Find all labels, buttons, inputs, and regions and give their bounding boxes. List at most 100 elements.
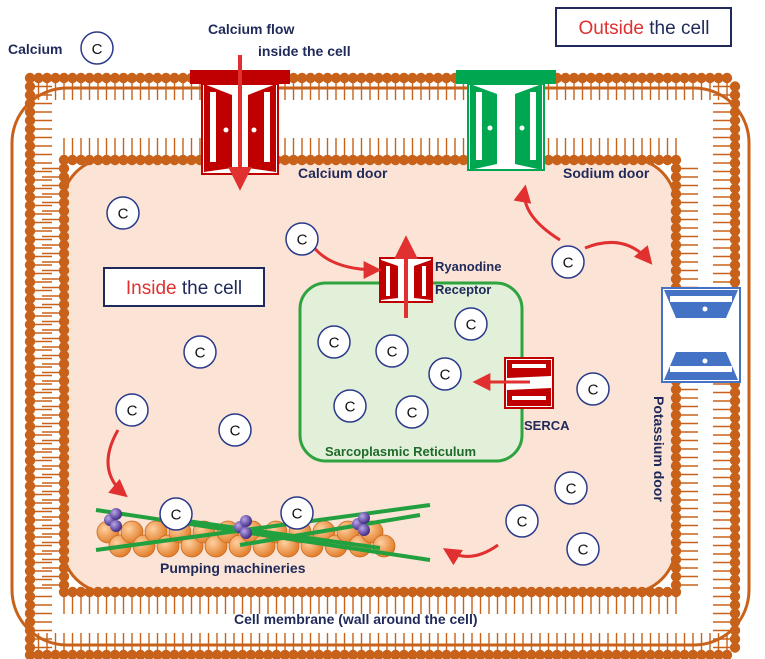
- membrane-head: [347, 72, 359, 84]
- membrane-head: [58, 367, 70, 378]
- membrane-head: [58, 307, 70, 319]
- membrane-head: [288, 72, 299, 84]
- membrane-head: [636, 154, 648, 166]
- membrane-head: [458, 586, 469, 598]
- membrane-head: [441, 649, 452, 659]
- membrane-head: [152, 649, 163, 659]
- membrane-head: [729, 132, 741, 143]
- membrane-head: [24, 370, 36, 381]
- membrane-head: [24, 625, 36, 636]
- membrane-head: [58, 205, 70, 217]
- membrane-head: [24, 599, 36, 611]
- membrane-head: [424, 72, 435, 84]
- membrane-head: [441, 586, 452, 598]
- membrane-head: [670, 180, 682, 191]
- membrane-head: [602, 72, 614, 84]
- membrane-head: [729, 412, 741, 424]
- membrane-head: [679, 649, 690, 659]
- membrane-head: [109, 72, 121, 84]
- membrane-head: [75, 72, 87, 84]
- membrane-head: [58, 384, 70, 395]
- membrane-head: [424, 586, 435, 598]
- membrane-head: [50, 72, 61, 84]
- membrane-head: [58, 265, 70, 276]
- membrane-head: [271, 586, 282, 598]
- membrane-head: [330, 154, 342, 166]
- serca-pump: [472, 357, 554, 409]
- membrane-head: [729, 115, 741, 126]
- membrane-head: [415, 72, 427, 84]
- membrane-head: [118, 649, 129, 659]
- membrane-head: [670, 273, 682, 285]
- membrane-head: [373, 649, 384, 659]
- membrane-head: [670, 528, 682, 540]
- membrane-head: [237, 586, 248, 598]
- membrane-head: [356, 154, 367, 166]
- membrane-head: [729, 642, 741, 653]
- membrane-head: [729, 625, 741, 636]
- membrane-head: [220, 586, 231, 598]
- membrane-head: [602, 154, 614, 166]
- membrane-head: [466, 649, 478, 659]
- membrane-head: [58, 222, 70, 234]
- membrane-head: [441, 154, 452, 166]
- membrane-head: [526, 649, 537, 659]
- membrane-head: [101, 72, 112, 84]
- calcium-ion: C: [554, 471, 588, 505]
- membrane-head: [729, 81, 741, 92]
- membrane-head: [543, 649, 554, 659]
- membrane-head: [356, 586, 367, 598]
- membrane-head: [407, 72, 418, 84]
- membrane-head: [407, 649, 418, 659]
- membrane-head: [729, 98, 741, 109]
- membrane-head: [228, 649, 240, 659]
- membrane-head: [645, 586, 656, 598]
- membrane-head: [670, 197, 682, 208]
- membrane-head: [24, 557, 36, 568]
- membrane-head: [475, 586, 486, 598]
- membrane-head: [330, 72, 342, 84]
- membrane-head: [670, 579, 682, 591]
- membrane-head: [729, 242, 741, 254]
- membrane-head: [24, 480, 36, 492]
- membrane-head: [594, 586, 605, 598]
- membrane-head: [24, 149, 36, 160]
- membrane-head: [152, 72, 163, 84]
- calcium-ion: C: [183, 335, 217, 369]
- membrane-head: [713, 649, 724, 659]
- membrane-head: [41, 72, 53, 84]
- membrane-head: [670, 401, 682, 412]
- membrane-head: [339, 586, 350, 598]
- membrane-head: [330, 649, 342, 659]
- myosin-head: [240, 527, 252, 539]
- membrane-head: [24, 336, 36, 347]
- membrane-head: [594, 72, 605, 84]
- membrane-head: [729, 531, 741, 543]
- membrane-head: [245, 586, 257, 598]
- membrane-head: [381, 586, 393, 598]
- membrane-head: [390, 154, 401, 166]
- membrane-head: [611, 72, 622, 84]
- membrane-head: [483, 649, 495, 659]
- calcium-ion: C: [218, 413, 252, 447]
- membrane-head: [169, 586, 180, 598]
- membrane-head: [636, 649, 648, 659]
- membrane-head: [24, 633, 36, 645]
- myosin-head: [110, 508, 122, 520]
- membrane-head: [58, 571, 70, 582]
- svg-text:C: C: [127, 403, 138, 420]
- membrane-head: [619, 649, 631, 659]
- membrane-head: [670, 72, 682, 84]
- membrane-head: [568, 586, 580, 598]
- membrane-head: [704, 649, 716, 659]
- membrane-head: [322, 72, 333, 84]
- membrane-head: [729, 574, 741, 585]
- membrane-head: [729, 217, 741, 228]
- membrane-head: [84, 72, 95, 84]
- calcium-ion: C: [395, 395, 429, 429]
- membrane-head: [58, 282, 70, 293]
- membrane-head: [58, 418, 70, 429]
- membrane-head: [84, 649, 95, 659]
- membrane-head: [670, 418, 682, 429]
